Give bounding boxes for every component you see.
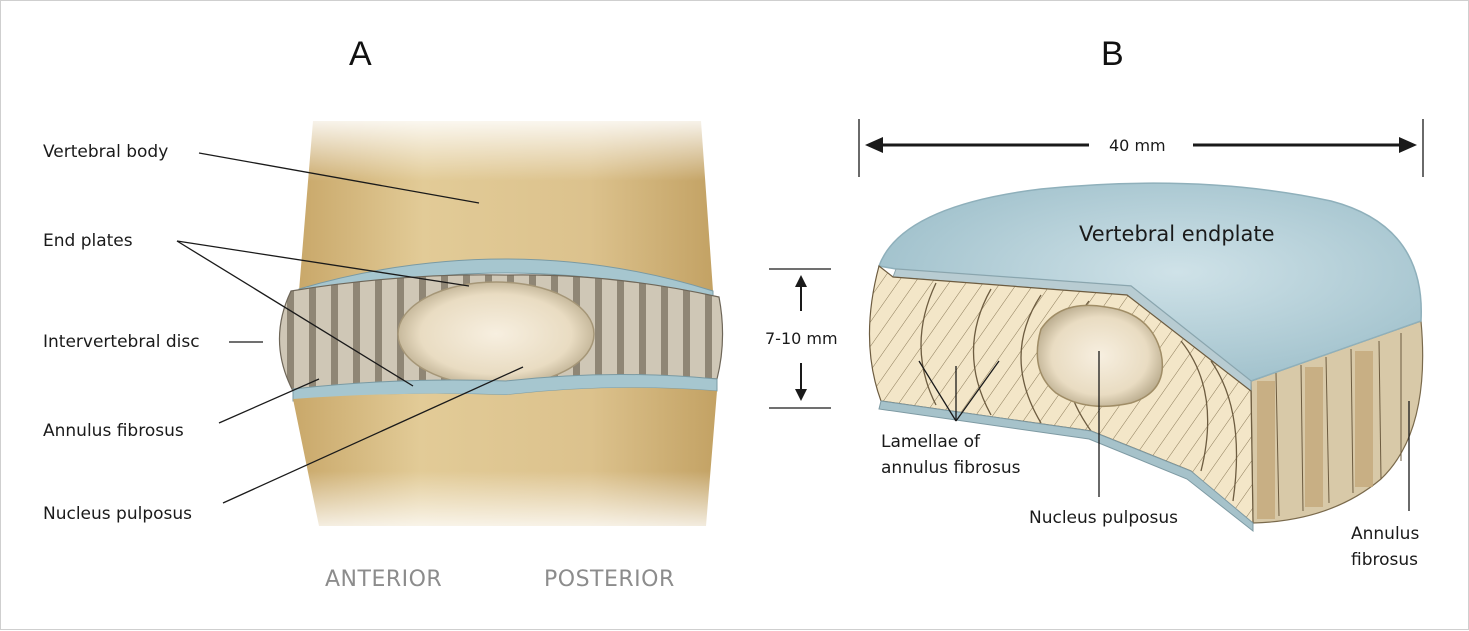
leader-lamellae — [918, 360, 1000, 422]
label-nucleus-pulposus-b: Nucleus pulposus — [1029, 508, 1178, 528]
leader-nucleus-pulposus-a — [222, 366, 524, 504]
label-vertebral-endplate: Vertebral endplate — [1079, 222, 1275, 246]
label-end-plates: End plates — [43, 231, 133, 251]
dim-arrowhead-left — [865, 137, 883, 153]
leader-vertebral-body — [198, 152, 480, 204]
label-lamellae-line1: Lamellae of — [881, 432, 981, 452]
label-nucleus-pulposus-a: Nucleus pulposus — [43, 504, 192, 524]
vertebral-endplate-surface — [877, 182, 1422, 382]
label-lamellae-line2: annulus fibrosus — [881, 458, 1021, 478]
lamella-arcs — [920, 282, 1238, 502]
hdim-arrowhead-up — [795, 275, 807, 287]
side-wall-band-1 — [1257, 381, 1275, 519]
label-vertebral-body: Vertebral body — [43, 142, 168, 162]
leader-end-plates-upper — [176, 240, 470, 287]
height-dimension: 7-10 mm — [765, 329, 838, 348]
leader-annulus-fibrosus-a — [218, 378, 320, 424]
label-intervertebral-disc: Intervertebral disc — [43, 332, 200, 352]
label-annulus-fibrosus-a: Annulus fibrosus — [43, 421, 184, 441]
side-wall-band-3 — [1355, 351, 1373, 487]
posterior-label: POSTERIOR — [544, 567, 675, 592]
side-wall-band-2 — [1305, 367, 1323, 507]
label-annulus-line2: fibrosus — [1351, 550, 1418, 570]
lower-fade — [301, 471, 721, 541]
side-wall-lamellae — [1275, 333, 1402, 517]
anterior-label: ANTERIOR — [325, 567, 442, 592]
panel-b-letter: B — [1101, 35, 1124, 73]
upper-fade — [301, 111, 721, 181]
dim-arrowhead-right — [1399, 137, 1417, 153]
hdim-arrowhead-down — [795, 389, 807, 401]
nucleus-pulposus-a — [397, 281, 595, 387]
bottom-endplate-rim — [878, 400, 1254, 533]
panel-a-letter: A — [349, 35, 372, 73]
leader-end-plates-lower — [176, 240, 414, 387]
nucleus-pulposus-b — [1036, 304, 1164, 408]
width-dimension: 40 mm — [1109, 136, 1166, 155]
label-annulus-line1: Annulus — [1351, 524, 1419, 544]
